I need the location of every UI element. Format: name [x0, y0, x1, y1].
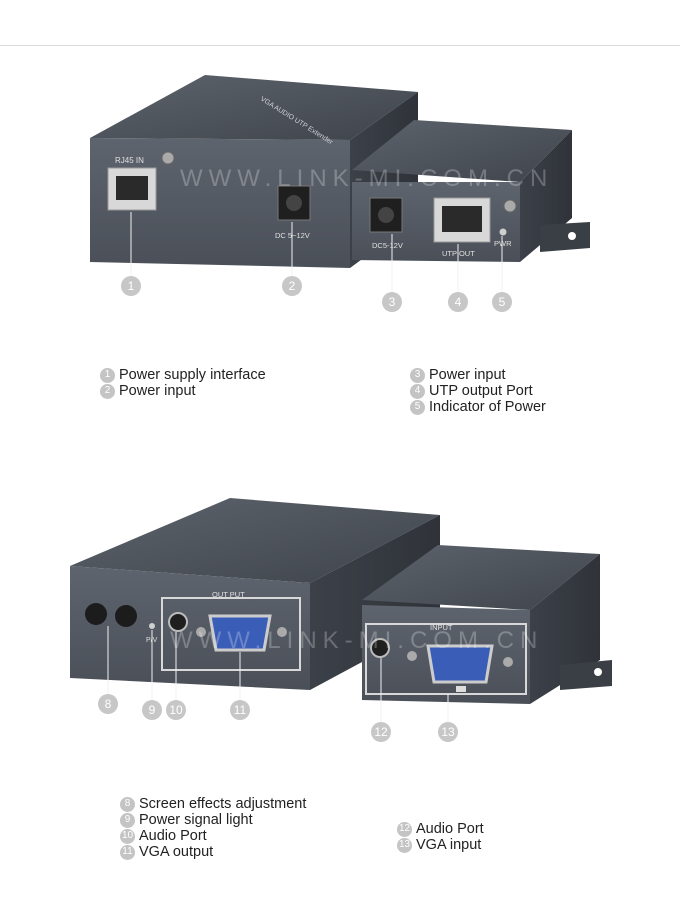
legend-text: Indicator of Power	[429, 399, 546, 415]
legend-text: Screen effects adjustment	[139, 796, 307, 812]
legend-number: 1	[100, 367, 115, 383]
watermark-top: WWW.LINK-MI.COM.CN	[180, 165, 553, 192]
legend-text: Power input	[429, 367, 506, 383]
legend-text: VGA input	[416, 837, 482, 853]
callout-13: 13	[438, 722, 458, 742]
legend-number: 3	[410, 367, 425, 383]
dc-label-right: DC5-12V	[372, 241, 403, 250]
top-sender-device: DC5-12V UTP OUT PWR	[352, 120, 590, 262]
watermark-bottom: WWW.LINK-MI.COM.CN	[170, 627, 543, 654]
legend-text: UTP output Port	[429, 383, 533, 399]
rj45-label: RJ45 IN	[115, 156, 144, 165]
legend-text: VGA output	[139, 844, 214, 860]
input-label: INPUT	[430, 623, 453, 632]
legend-text: Power supply interface	[119, 367, 266, 383]
bottom-leader-lines	[107, 626, 449, 722]
out-put-label: OUT PUT	[212, 590, 245, 599]
callout-1: 1	[121, 276, 141, 296]
legend-number: 9	[120, 812, 135, 828]
legend-text: Power input	[119, 383, 196, 399]
legend-number: 5	[410, 399, 425, 415]
legend-number: 10	[120, 828, 135, 844]
callout-12: 12	[371, 722, 391, 742]
legend-number: 8	[120, 796, 135, 812]
legend-text: Audio Port	[416, 821, 484, 837]
callout-5: 5	[492, 292, 512, 312]
callout-10: 10	[166, 700, 186, 720]
legend-text: Audio Port	[139, 828, 207, 844]
top-divider	[0, 45, 680, 46]
top-leader-lines	[130, 212, 503, 292]
callout-8: 8	[98, 694, 118, 714]
callout-2: 2	[282, 276, 302, 296]
legend-number: 4	[410, 383, 425, 399]
legend-number: 13	[397, 837, 412, 853]
legend-number: 12	[397, 821, 412, 837]
callout-4: 4	[448, 292, 468, 312]
callout-3: 3	[382, 292, 402, 312]
callout-11: 11	[230, 700, 250, 720]
callout-9: 9	[142, 700, 162, 720]
legend-text: Power signal light	[139, 812, 253, 828]
legend-number: 11	[120, 844, 135, 860]
utp-out-label: UTP OUT	[442, 249, 475, 258]
bottom-receiver-device: P/V OUT PUT	[70, 498, 440, 690]
legend-number: 2	[100, 383, 115, 399]
pwr-label: PWR	[494, 239, 512, 248]
bottom-sender-device: INPUT	[362, 545, 612, 704]
